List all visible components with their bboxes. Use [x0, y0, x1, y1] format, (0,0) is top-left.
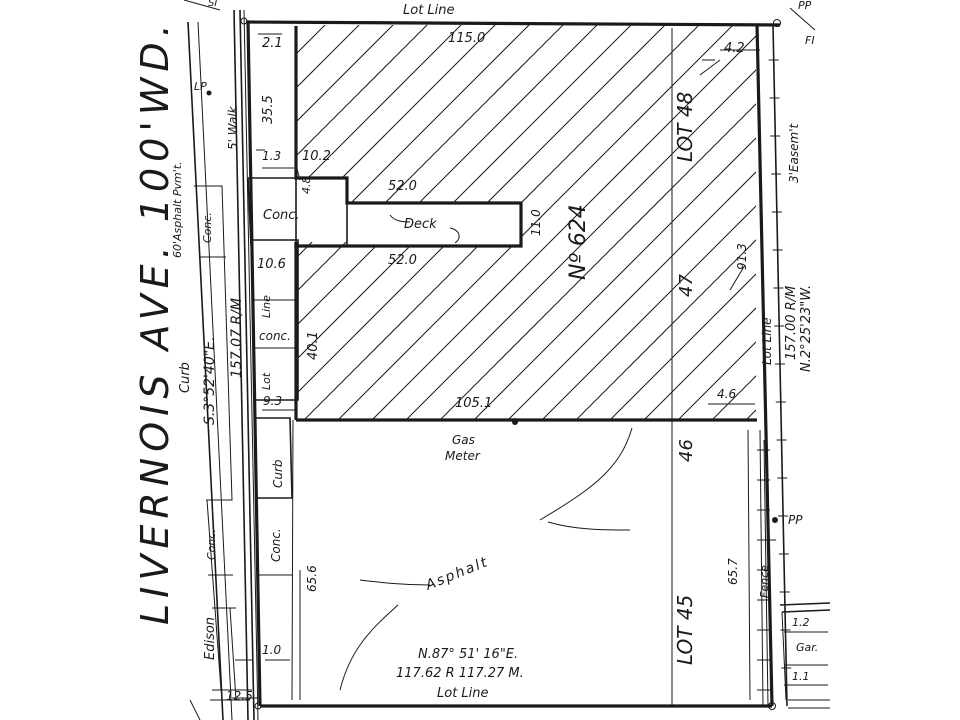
- dim-offset-2: 10.2: [302, 149, 331, 164]
- power-pole-mid-label: PP: [788, 513, 803, 527]
- street-name: LIVERNOIS AVE. 100'WD.: [133, 18, 177, 625]
- hatch-line: [303, 25, 705, 420]
- hatch-line: [643, 25, 756, 420]
- hatch-line: [745, 25, 756, 420]
- gas-meter-label-2: Meter: [445, 449, 481, 463]
- property-number: Nº 624: [566, 204, 591, 280]
- asphalt-leaders: [339, 59, 746, 691]
- lot-47-label: 47: [676, 274, 697, 297]
- hatch-line: [296, 25, 433, 420]
- dim-right-upper: 91.3: [735, 243, 749, 270]
- dim-east-bearing: N.2°25'23"W.: [799, 285, 814, 372]
- feature-conc-b: conc.: [259, 329, 291, 343]
- bottom-lot-line: Lot Line: [437, 686, 489, 701]
- west-lot-label: Lot: [260, 372, 273, 390]
- dim-bldg-left: 40.1: [306, 331, 321, 360]
- street-lines: [183, 0, 259, 720]
- dim-deck-depth: 11.0: [529, 209, 543, 236]
- property-boundary: [240, 17, 781, 710]
- hatch-line: [575, 25, 756, 420]
- dim-bottom-right-offset: 4.6: [717, 387, 736, 401]
- si-label: SI: [208, 0, 217, 9]
- hatch-line: [337, 25, 739, 420]
- dim-east-length: 157.00 R/M: [784, 286, 799, 360]
- hatch-line: [296, 25, 467, 420]
- power-pole-marker: [772, 517, 778, 523]
- gas-meter-label-1: Gas: [452, 433, 475, 447]
- dim-garage-1: 1.2: [792, 616, 810, 629]
- hatch-line: [296, 25, 399, 420]
- easement-and-fence: [757, 7, 831, 709]
- feature-conc-a: Conc.: [263, 208, 300, 223]
- dim-lower-small: 1.0: [262, 643, 281, 657]
- curb-label: Curb: [178, 362, 193, 393]
- dim-bottom-bearing: N.87° 51' 16"E.: [418, 647, 518, 662]
- dim-top-width: 115.0: [448, 31, 485, 46]
- street-conc-1: Conc.: [201, 212, 214, 243]
- dimension-marks: [232, 33, 760, 701]
- dim-deck-top: 52.0: [388, 179, 417, 194]
- easement-label: 3'Easem't: [787, 123, 801, 183]
- dim-offset-1: 1.3: [262, 149, 281, 163]
- lot-46-label: 46: [676, 439, 697, 462]
- hatch-line: [371, 25, 756, 420]
- dwelling-outline: [247, 26, 757, 701]
- pavement-label: 60'Asphalt Pvm't.: [171, 161, 184, 258]
- dim-offset-3: 4.8: [300, 177, 313, 195]
- street-bearing: S.3°52'40"E.: [202, 337, 218, 425]
- walk-label: 5' Walk: [226, 105, 240, 150]
- hatch-line: [507, 25, 756, 420]
- gas-meter-marker: [512, 419, 518, 425]
- fi-label: FI: [805, 34, 815, 47]
- dim-lower-right: 65.7: [726, 558, 740, 585]
- feature-conc-c: Conc.: [269, 528, 283, 562]
- hatch-line: [405, 25, 756, 420]
- garage-label: Gar.: [796, 641, 818, 654]
- hatch-line: [950, 20, 960, 420]
- hatch-line: [882, 20, 960, 420]
- lamp-post-label: LP: [194, 80, 207, 93]
- dim-garage-2: 1.1: [792, 670, 810, 683]
- hatch-line: [711, 25, 756, 420]
- asphalt-label: Asphalt: [423, 554, 492, 594]
- street-row-length: 157.07 R/M: [229, 298, 245, 378]
- dim-corner-small: 12.5: [226, 689, 253, 703]
- street-conc-2: Conc.: [205, 529, 218, 560]
- dim-deck-bottom: 52.0: [388, 253, 417, 268]
- dim-step-width: 10.6: [257, 257, 286, 272]
- west-line-label: Line: [260, 295, 273, 318]
- dim-bldg-bottom: 105.1: [455, 396, 492, 411]
- top-lot-line: Lot Line: [403, 3, 455, 18]
- hatch-line: [814, 20, 960, 420]
- dim-top-right: 4.2: [724, 41, 745, 56]
- dim-bottom-length: 117.62 R 117.27 M.: [396, 666, 524, 681]
- hatch-line: [541, 25, 756, 420]
- hatch-line: [677, 25, 756, 420]
- hatched-dwelling-area: [296, 20, 960, 420]
- hatch-line: [296, 25, 671, 420]
- side-street-name: Edison: [203, 617, 218, 660]
- dim-bottom-left-offset: 9.3: [263, 394, 282, 408]
- east-lot-line: Lot Line: [760, 317, 774, 365]
- lot-48-label: LOT 48: [673, 92, 697, 162]
- lot-45-label: LOT 45: [673, 595, 697, 665]
- hatch-line: [473, 25, 756, 420]
- hatch-line: [848, 20, 960, 420]
- hatch-line: [439, 25, 756, 420]
- hatch-line: [916, 20, 960, 420]
- hatch-line: [609, 25, 756, 420]
- dim-left-upper: 35.5: [261, 95, 276, 124]
- power-pole-top-label: PP: [798, 0, 812, 12]
- feature-curb: Curb: [271, 459, 285, 488]
- feature-deck: Deck: [404, 217, 437, 232]
- lamp-post-marker: [206, 90, 212, 96]
- dim-lower-left: 65.6: [305, 565, 319, 592]
- fence-label: Fence: [758, 565, 771, 598]
- dim-top-left: 2.1: [262, 36, 283, 51]
